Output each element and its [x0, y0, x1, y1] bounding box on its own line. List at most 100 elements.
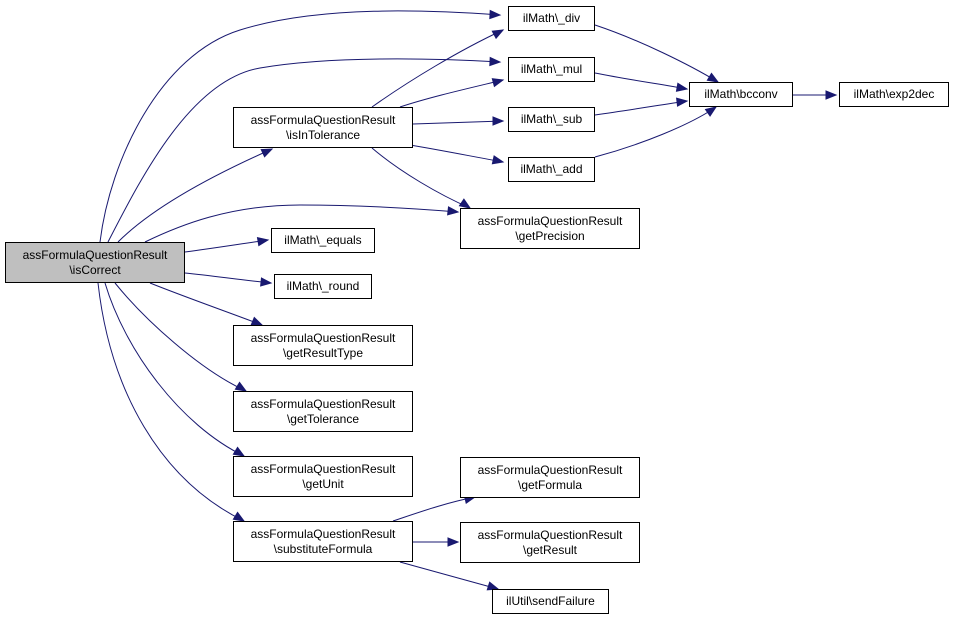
node-label-line2: \getResult: [522, 542, 578, 557]
edge-arrowhead: [825, 90, 838, 100]
edge-line: [399, 79, 504, 108]
node-label-line1: ilMath\_mul: [520, 62, 583, 76]
edge-line: [149, 282, 263, 326]
edge-isCorrect-to-getResultType: [149, 282, 264, 326]
node-equals[interactable]: ilMath\_equals: [271, 228, 375, 253]
node-label-line1: assFormulaQuestionResult: [477, 462, 623, 477]
node-label-line1: ilMath\bcconv: [704, 87, 778, 101]
edge-line: [104, 282, 245, 457]
node-label-line2: \getFormula: [517, 477, 583, 492]
edge-arrowhead: [447, 537, 460, 547]
node-getFormula[interactable]: assFormulaQuestionResult \getFormula: [460, 457, 640, 498]
edge-line: [107, 58, 501, 243]
edge-line: [594, 100, 688, 116]
edge-sub-to-bcconv: [594, 97, 689, 116]
node-label-line2: \substituteFormula: [273, 541, 373, 556]
edge-line: [594, 72, 688, 90]
edge-div-to-bcconv: [594, 24, 720, 83]
edge-mul-to-bcconv: [594, 72, 689, 92]
edge-bcconv-to-exp2dec: [792, 90, 838, 100]
edge-isCorrect-to-equals: [184, 237, 270, 253]
node-isCorrect: assFormulaQuestionResult \isCorrect: [5, 242, 185, 283]
node-round[interactable]: ilMath\_round: [274, 274, 372, 299]
edge-arrowhead: [491, 155, 505, 165]
node-div[interactable]: ilMath\_div: [508, 6, 595, 31]
edge-isInTolerance-to-add: [409, 144, 505, 165]
edge-arrowhead: [489, 9, 502, 20]
node-label-line1: assFormulaQuestionResult: [250, 112, 396, 127]
edge-arrowhead: [260, 277, 273, 287]
node-sub[interactable]: ilMath\_sub: [508, 107, 595, 132]
node-label-line2: \isCorrect: [69, 262, 121, 277]
edge-isCorrect-to-getUnit: [104, 282, 246, 457]
node-sendFailure[interactable]: ilUtil\sendFailure: [492, 589, 609, 614]
node-label-line1: assFormulaQuestionResult: [477, 213, 623, 228]
edge-isInTolerance-to-getPrecision: [371, 147, 472, 209]
node-isInTolerance[interactable]: assFormulaQuestionResult \isInTolerance: [233, 107, 413, 148]
edge-line: [184, 272, 272, 284]
edge-isCorrect-to-substituteFormula: [97, 282, 246, 522]
edge-isCorrect-to-getTolerance: [114, 282, 248, 392]
node-label-line2: \getUnit: [302, 476, 344, 491]
edge-line: [117, 148, 273, 243]
node-getResult[interactable]: assFormulaQuestionResult \getResult: [460, 522, 640, 563]
edge-arrowhead: [676, 97, 689, 107]
edge-line: [409, 144, 504, 163]
edge-isInTolerance-to-sub: [412, 116, 505, 126]
node-mul[interactable]: ilMath\_mul: [508, 57, 595, 82]
node-label-line1: assFormulaQuestionResult: [250, 461, 396, 476]
edge-isCorrect-to-isInTolerance: [117, 148, 274, 243]
node-label-line1: assFormulaQuestionResult: [250, 330, 396, 345]
edge-arrowhead: [491, 29, 505, 40]
node-label-line2: \getResultType: [282, 345, 364, 360]
node-getTolerance[interactable]: assFormulaQuestionResult \getTolerance: [233, 391, 413, 432]
edge-arrowhead: [250, 316, 264, 326]
edge-arrowhead: [675, 82, 689, 92]
node-label-line1: assFormulaQuestionResult: [22, 247, 168, 262]
node-label-line1: ilMath\_add: [520, 162, 583, 176]
node-label-line1: ilMath\_sub: [520, 112, 583, 126]
node-label-line1: ilMath\exp2dec: [853, 87, 935, 101]
edge-arrowhead: [491, 78, 505, 88]
node-label-line2: \isInTolerance: [285, 127, 361, 142]
edge-line: [412, 120, 504, 125]
node-add[interactable]: ilMath\_add: [508, 157, 595, 182]
edge-isCorrect-to-getPrecision: [144, 204, 460, 243]
edge-arrowhead: [489, 56, 502, 67]
edge-isCorrect-to-round: [184, 272, 273, 287]
node-substituteFormula[interactable]: assFormulaQuestionResult \substituteForm…: [233, 521, 413, 562]
node-getUnit[interactable]: assFormulaQuestionResult \getUnit: [233, 456, 413, 497]
edge-arrowhead: [492, 116, 505, 126]
edge-substituteFormula-to-getResult: [412, 537, 460, 547]
node-label-line1: ilUtil\sendFailure: [506, 594, 595, 608]
edge-substituteFormula-to-getFormula: [392, 494, 477, 522]
edge-line: [594, 24, 719, 83]
edge-line: [144, 204, 459, 243]
edge-arrowhead: [458, 198, 472, 209]
node-label-line1: ilMath\_equals: [284, 233, 362, 247]
edge-line: [594, 106, 717, 158]
edge-arrowhead: [704, 106, 718, 117]
node-exp2dec[interactable]: ilMath\exp2dec: [839, 82, 949, 107]
edge-line: [399, 561, 499, 590]
node-label-line1: assFormulaQuestionResult: [477, 527, 623, 542]
edge-line: [114, 282, 247, 392]
node-label-line2: \getTolerance: [286, 411, 360, 426]
edge-arrowhead: [232, 446, 246, 457]
edge-arrowhead: [706, 72, 720, 83]
node-getResultType[interactable]: assFormulaQuestionResult \getResultType: [233, 325, 413, 366]
edge-line: [371, 147, 471, 209]
edge-line: [371, 29, 504, 108]
edge-isInTolerance-to-div: [371, 29, 505, 108]
edge-isInTolerance-to-mul: [399, 78, 505, 108]
node-label-line1: ilMath\_round: [286, 279, 360, 293]
node-label-line1: assFormulaQuestionResult: [250, 396, 396, 411]
edge-arrowhead: [256, 237, 270, 247]
edge-add-to-bcconv: [594, 106, 718, 158]
node-getPrecision[interactable]: assFormulaQuestionResult \getPrecision: [460, 208, 640, 249]
edge-line: [392, 496, 476, 522]
node-bcconv[interactable]: ilMath\bcconv: [689, 82, 793, 107]
node-label-line1: assFormulaQuestionResult: [250, 526, 396, 541]
node-label-line2: \getPrecision: [515, 228, 585, 243]
